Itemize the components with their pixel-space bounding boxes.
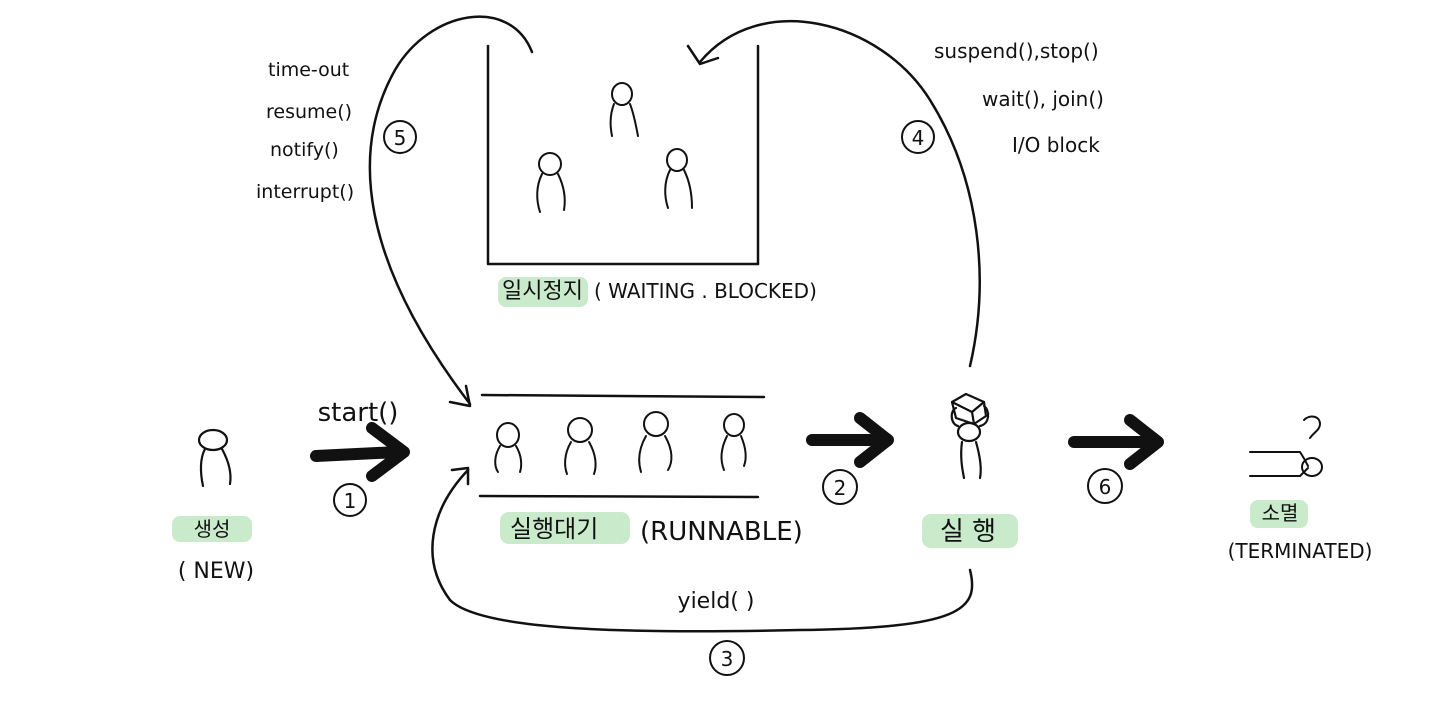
svg-text:2: 2	[834, 476, 847, 500]
person-icon-waiting-1	[609, 82, 639, 137]
person-icon-runnable-4	[720, 413, 747, 471]
person-icon-runnable-3	[638, 411, 673, 473]
new-highlight	[172, 516, 252, 542]
resume-cause-3: notify()	[270, 139, 339, 161]
waiting-state-label: 일시정지	[502, 279, 583, 304]
transition-number-5: 5	[383, 120, 417, 154]
person-icon-new	[197, 428, 232, 488]
runnable-state-label: 실행대기	[510, 515, 598, 543]
resume-cause-2: resume()	[266, 101, 352, 123]
resume-cause-4: interrupt()	[256, 181, 354, 203]
block-cause-2: wait(), join()	[982, 87, 1104, 111]
block-cause-1: suspend(),stop()	[934, 39, 1099, 63]
runnable-highlight	[500, 512, 630, 544]
transition-number-1: 1	[333, 483, 367, 517]
svg-text:3: 3	[721, 647, 734, 671]
person-icon-terminated	[1249, 415, 1323, 477]
arrow-1-start	[310, 422, 410, 482]
new-state-label: 생성	[194, 517, 231, 541]
resume-cause-1: time-out	[268, 59, 349, 81]
runnable-state-english: (RUNNABLE)	[640, 517, 803, 547]
running-highlight	[922, 514, 1018, 548]
transition-number-4: 4	[901, 120, 935, 154]
transition-number-3: 3	[709, 640, 745, 676]
terminated-state-english: (TERMINATED)	[1228, 539, 1373, 563]
svg-text:1: 1	[344, 489, 357, 513]
running-state-label: 실 행	[940, 517, 996, 547]
svg-text:6: 6	[1099, 475, 1112, 499]
person-icon-waiting-3	[664, 148, 693, 209]
person-icon-waiting-2	[536, 152, 566, 213]
yield-label: yield( )	[678, 589, 755, 614]
waiting-state-english: ( WAITING . BLOCKED)	[594, 279, 817, 303]
terminated-state-label: 소멸	[1262, 501, 1299, 525]
terminated-highlight	[1250, 500, 1308, 528]
arrow-5-resume	[368, 15, 534, 408]
arrow-2-dispatch	[806, 412, 894, 468]
transition-number-6: 6	[1087, 468, 1123, 504]
waiting-box	[486, 44, 760, 266]
svg-text:5: 5	[394, 126, 407, 150]
arrow-4-block	[686, 19, 981, 368]
arrow-6-terminate	[1068, 414, 1164, 470]
new-state-english: ( NEW)	[178, 559, 254, 584]
person-icon-runnable-2	[564, 417, 597, 475]
person-icon-runnable-1	[494, 422, 523, 473]
runnable-queue-bottom	[478, 494, 760, 499]
block-cause-3: I/O block	[1012, 133, 1100, 157]
person-icon-running	[950, 392, 990, 480]
arrow-3-yield	[431, 466, 974, 633]
transition-number-2: 2	[822, 469, 858, 505]
svg-text:4: 4	[912, 126, 925, 150]
start-label: start()	[318, 398, 399, 428]
runnable-queue-top	[480, 393, 766, 399]
waiting-highlight	[498, 277, 588, 307]
